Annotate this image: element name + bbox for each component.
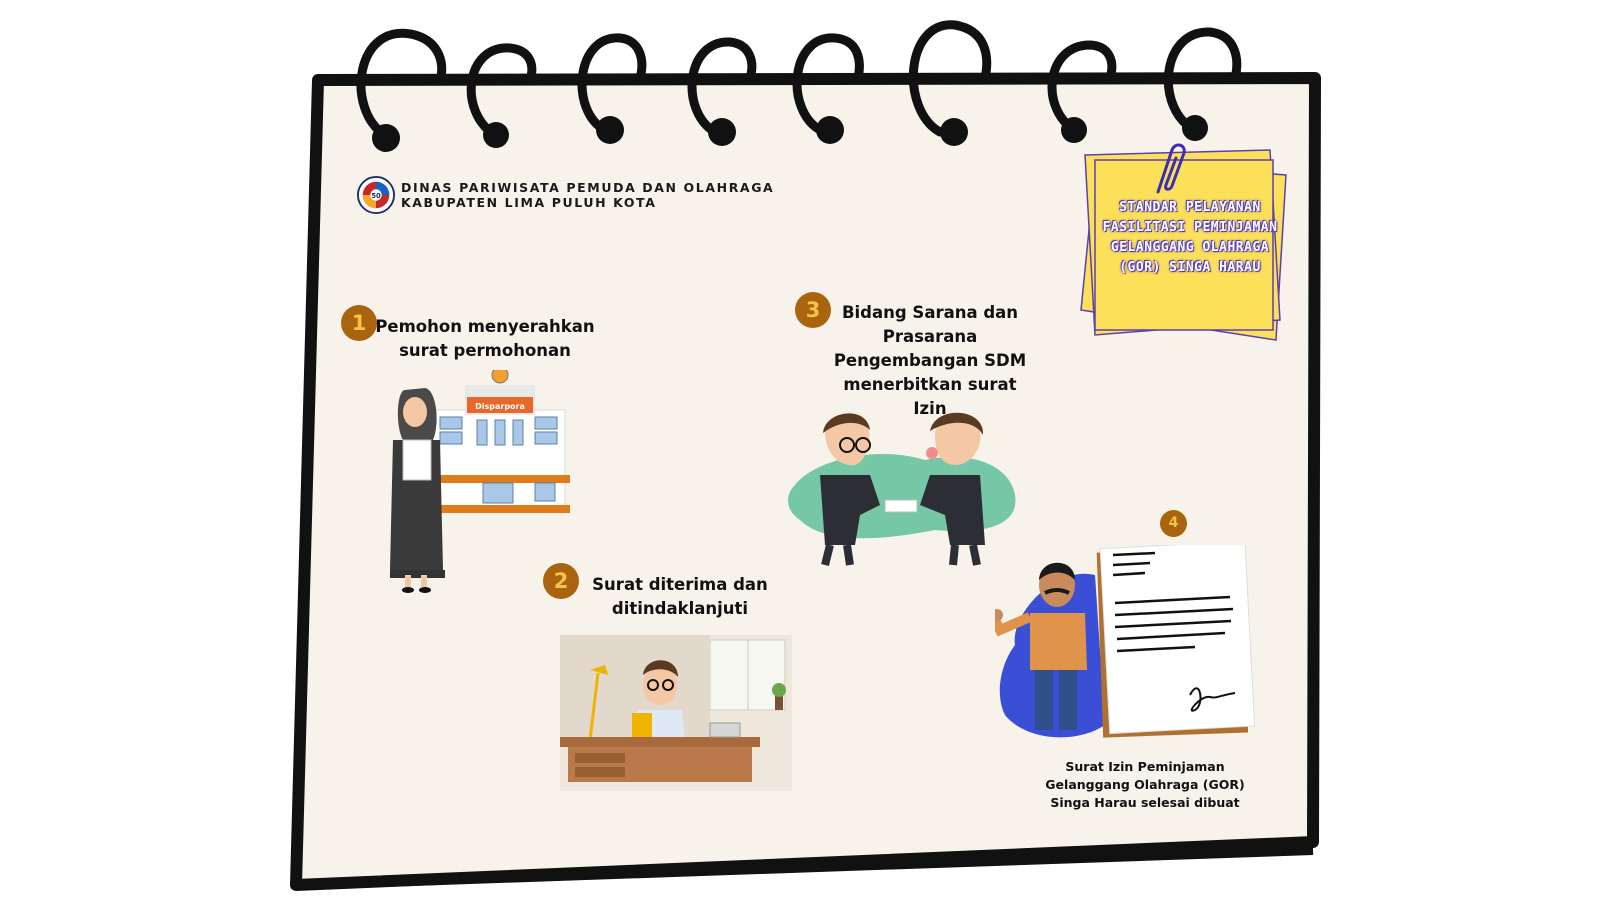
- agency-name: DINAS PARIWISATA PEMUDA DAN OLAHRAGA: [401, 180, 775, 195]
- step-3-badge: 3: [795, 292, 831, 328]
- title-sticky-note: STANDAR PELAYANAN FASILITASI PEMINJAMAN …: [1080, 140, 1300, 350]
- sticky-note-stack: [1080, 143, 1287, 341]
- officer-at-desk-illustration: [560, 635, 792, 791]
- step-3-text: Bidang Sarana dan Prasarana Pengembangan…: [833, 303, 1027, 418]
- man-thumbs-up-figure: [995, 562, 1087, 730]
- right-businessman-figure: [920, 412, 985, 566]
- handshake-illustration: [788, 412, 1016, 566]
- step-4-badge: 4: [1160, 510, 1187, 537]
- government-seal-logo: 50: [357, 176, 395, 214]
- step-1-badge: 1: [341, 305, 377, 341]
- woman-applicant-figure: [390, 388, 445, 593]
- spiral-holes: [372, 115, 1208, 152]
- paperclip-icon: [1156, 143, 1186, 194]
- desk-lamp-icon: [588, 665, 608, 741]
- svg-text:50: 50: [371, 192, 381, 200]
- agency-header: 50 DINAS PARIWISATA PEMUDA DAN OLAHRAGA …: [357, 176, 774, 214]
- agency-region: KABUPATEN LIMA PULUH KOTA: [401, 195, 657, 210]
- signed-document-icon: [1096, 545, 1256, 738]
- building-sign: Disparpora: [475, 402, 525, 411]
- applicant-with-office-illustration: Disparpora: [390, 370, 570, 593]
- step-1-text: Pemohon menyerahkan surat permohonan: [375, 317, 595, 360]
- left-businessman-figure: [820, 413, 880, 566]
- service-standard-title: STANDAR PELAYANAN FASILITASI PEMINJAMAN …: [1102, 200, 1278, 275]
- signed-permit-illustration: [995, 545, 1256, 738]
- office-building-icon: Disparpora: [420, 370, 570, 513]
- step-2-text: Surat diterima dan ditindaklanjuti: [592, 575, 768, 618]
- step-4-text: Surat Izin Peminjaman Gelanggang Olahrag…: [1045, 759, 1245, 810]
- spiral-binding: [356, 20, 1242, 140]
- step-2-badge: 2: [543, 563, 579, 599]
